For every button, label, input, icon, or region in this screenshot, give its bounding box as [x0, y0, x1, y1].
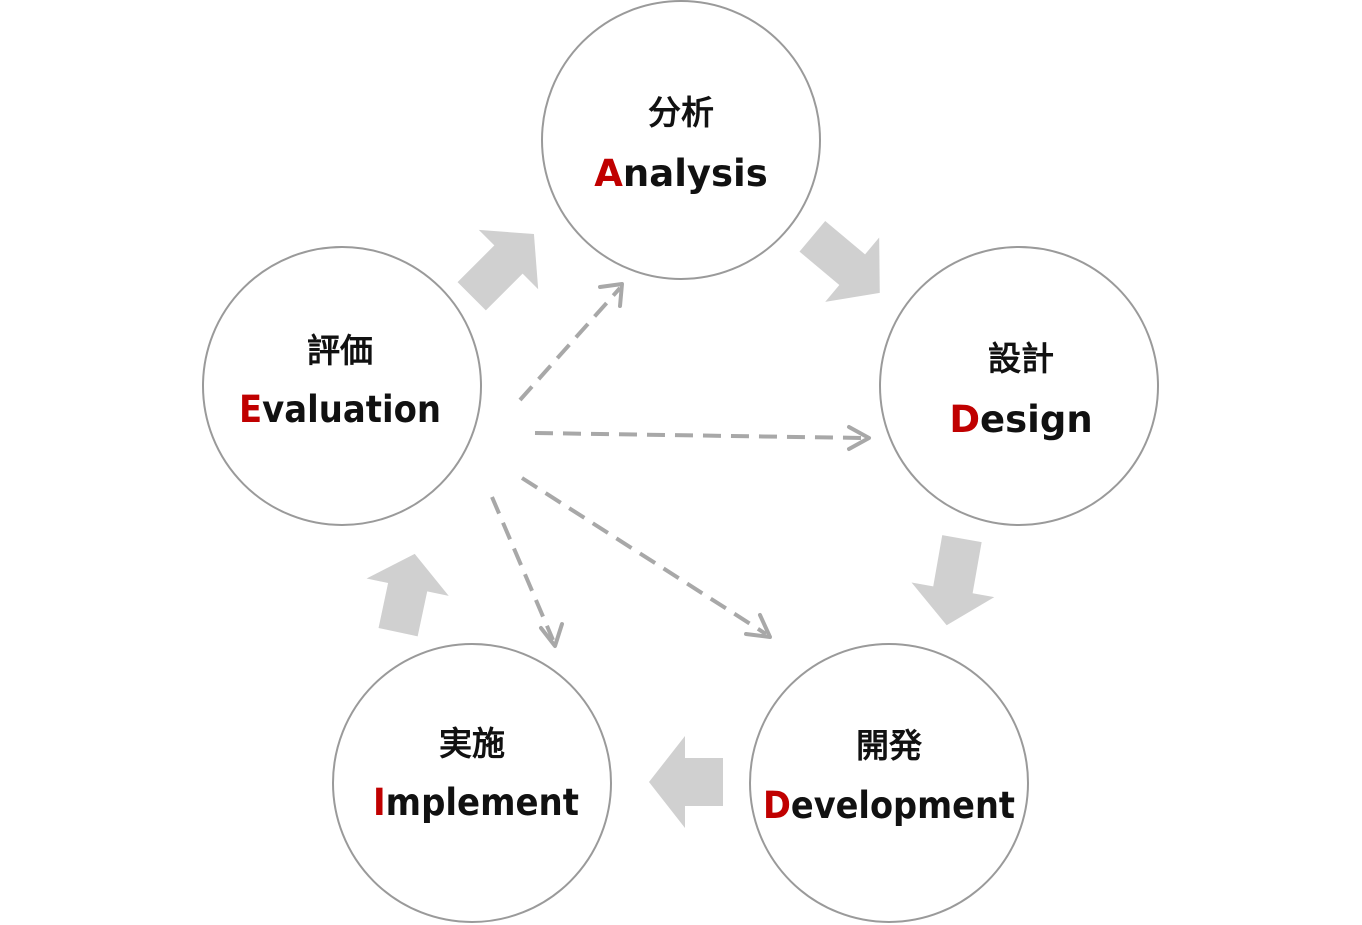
- feedback-arrow-to-design: [534, 425, 871, 451]
- cycle-arrow-design-to-development: [911, 535, 995, 626]
- node-evaluation-jp: 評価: [307, 331, 373, 370]
- node-evaluation-initial: E: [239, 388, 262, 431]
- node-analysis-initial: A: [594, 152, 623, 195]
- node-development-initial: D: [763, 784, 791, 827]
- node-analysis-en: Analysis: [594, 152, 767, 195]
- node-evaluation-en: Evaluation: [239, 388, 441, 431]
- node-evaluation: 評価 Evaluation: [202, 246, 482, 526]
- node-design: 設計 Design: [879, 246, 1159, 526]
- feedback-arrow-to-implement: [490, 496, 564, 648]
- cycle-arrow-analysis-to-design: [799, 220, 880, 302]
- node-development-en: Development: [763, 784, 1015, 827]
- cycle-arrow-evaluation-to-analysis: [457, 229, 539, 311]
- node-design-en: Design: [949, 398, 1092, 441]
- node-development-jp: 開発: [856, 726, 923, 765]
- node-development-rest: evelopment: [791, 784, 1015, 827]
- node-implement-jp: 実施: [439, 724, 505, 763]
- node-analysis-rest: nalysis: [623, 152, 768, 195]
- node-implement-rest: mplement: [386, 781, 579, 824]
- node-evaluation-circle: [202, 246, 482, 526]
- node-development: 開発 Development: [749, 643, 1029, 923]
- node-analysis-jp: 分析: [648, 93, 714, 132]
- node-design-initial: D: [949, 398, 980, 441]
- node-design-circle: [879, 246, 1159, 526]
- cycle-arrow-development-to-implement: [649, 736, 723, 828]
- node-analysis-circle: [541, 0, 821, 280]
- node-design-jp: 設計: [988, 339, 1054, 378]
- node-implement: 実施 Implement: [332, 643, 612, 923]
- feedback-arrow-to-development: [520, 476, 772, 639]
- feedback-arrows: [490, 282, 871, 648]
- node-evaluation-rest: valuation: [262, 388, 441, 431]
- node-analysis: 分析 Analysis: [541, 0, 821, 280]
- node-implement-initial: I: [373, 781, 386, 824]
- node-design-rest: esign: [980, 398, 1093, 441]
- node-implement-en: Implement: [373, 781, 579, 824]
- cycle-arrow-implement-to-evaluation: [366, 553, 449, 637]
- node-development-circle: [749, 643, 1029, 923]
- feedback-arrow-to-analysis: [518, 282, 624, 402]
- cycle-arrows: [366, 220, 995, 828]
- node-implement-circle: [332, 643, 612, 923]
